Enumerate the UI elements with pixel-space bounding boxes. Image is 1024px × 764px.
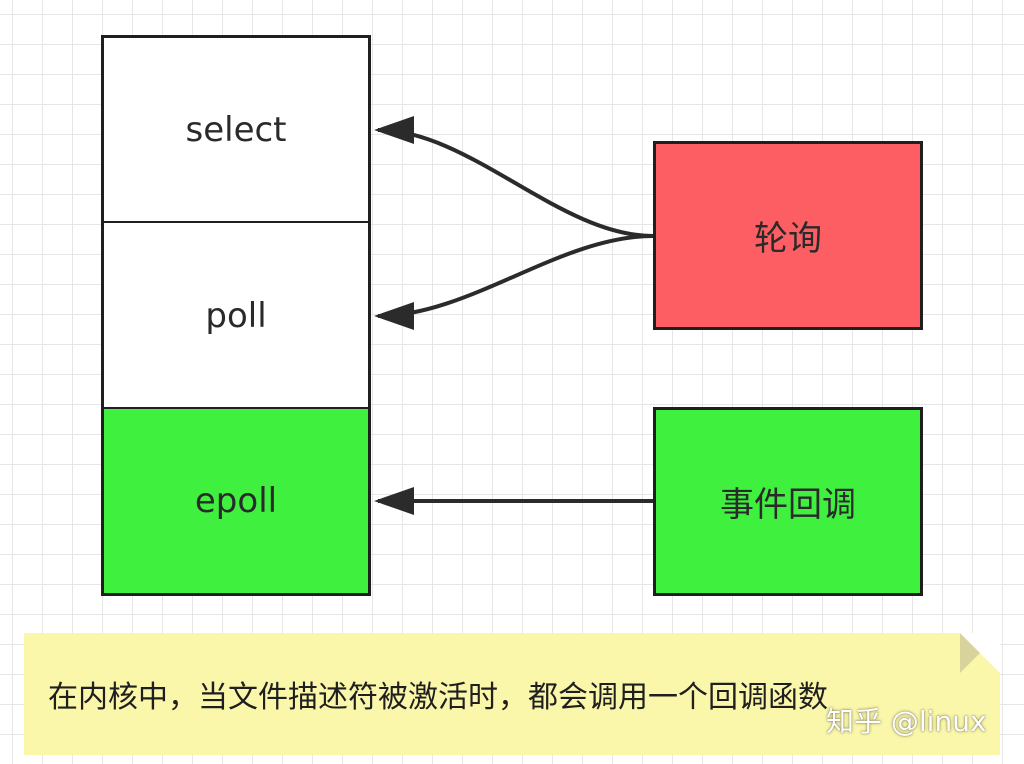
epoll-box: epoll (101, 407, 371, 596)
watermark: 知乎 @linux (826, 705, 987, 738)
poll-label: poll (205, 295, 267, 336)
event-callback-box: 事件回调 (653, 407, 923, 596)
arrowhead-epoll (374, 487, 414, 515)
arrowhead-poll (374, 302, 414, 330)
event-callback-label: 事件回调 (720, 485, 856, 525)
epoll-label: epoll (194, 481, 278, 521)
note-fold-corner (960, 633, 1000, 673)
sticky-note: 在内核中，当文件描述符被激活时，都会调用一个回调函数 (24, 633, 1000, 755)
arrowhead-select (374, 116, 414, 144)
select-label: select (185, 110, 287, 150)
arrow-polling-to-select (377, 128, 654, 238)
note-text: 在内核中，当文件描述符被激活时，都会调用一个回调函数 (48, 680, 828, 715)
select-box: select (101, 35, 371, 224)
polling-box: 轮询 (653, 141, 923, 330)
arrow-polling-to-poll (377, 234, 654, 318)
polling-label: 轮询 (754, 219, 822, 259)
poll-box: poll (101, 221, 371, 410)
